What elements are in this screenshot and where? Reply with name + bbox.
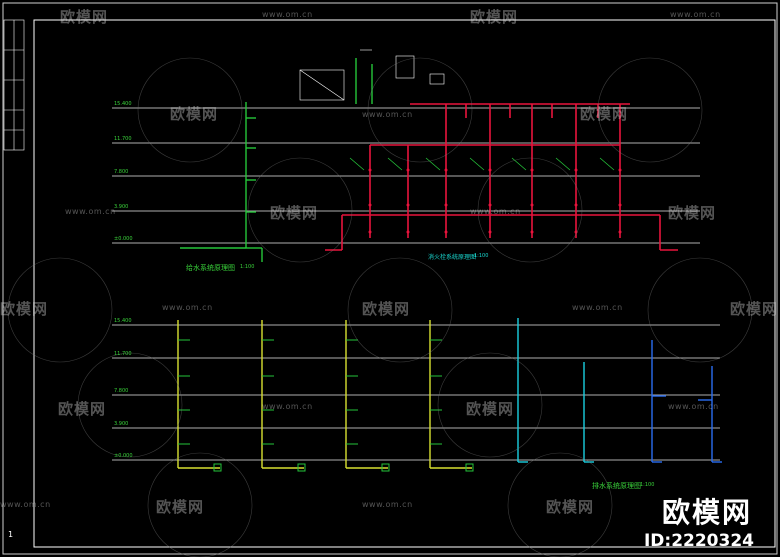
brand-logo-text: 欧模网: [661, 496, 752, 529]
drain-traps: [178, 339, 474, 472]
drain-cyan-risers: [517, 318, 594, 463]
watermark-url: www.om.cn: [470, 207, 521, 216]
watermark-brand: 欧模网: [362, 300, 411, 318]
inner-border: [33, 19, 776, 548]
level-label: 15.400: [114, 101, 132, 107]
watermark-brand: 欧模网: [546, 498, 595, 516]
brand-id-text: ID:2220324: [643, 531, 754, 551]
watermark-brand: 欧模网: [58, 400, 107, 418]
level-label: ±0.000: [114, 453, 133, 459]
watermark-brand: 欧模网: [156, 498, 205, 516]
watermark-url: www.om.cn: [572, 303, 623, 312]
level-label: 3.900: [114, 421, 129, 427]
watermark-url: www.om.cn: [262, 402, 313, 411]
watermark-url: www.om.cn: [362, 110, 413, 119]
watermark-brand: 欧模网: [466, 400, 515, 418]
hydrant-markers: [368, 168, 622, 234]
legend-title: 消火栓系统原理图: [428, 254, 477, 261]
legend-scale: 1:100: [474, 253, 489, 259]
fire-main: [325, 103, 678, 251]
level-label: 11.700: [114, 136, 132, 142]
watermark-brand: 欧模网: [580, 105, 629, 123]
watermark-url: www.om.cn: [668, 402, 719, 411]
watermark-url: www.om.cn: [162, 303, 213, 312]
watermark-url: www.om.cn: [0, 500, 51, 509]
lower-floor-lines: [112, 324, 720, 461]
level-label: ±0.000: [114, 236, 133, 242]
level-label: 7.800: [114, 388, 129, 394]
upper-floor-lines: [112, 107, 700, 244]
watermark-brand: 欧模网: [170, 105, 219, 123]
level-label: 3.900: [114, 204, 129, 210]
upper-diagram-title: 给水系统原理图: [186, 264, 235, 272]
watermark-brand: 欧模网: [730, 300, 779, 318]
drain-yellow-risers: [177, 320, 472, 469]
fire-branch-labels: [349, 157, 615, 171]
level-label: 15.400: [114, 318, 132, 324]
watermark-url: www.om.cn: [262, 10, 313, 19]
roof-equipment: [299, 49, 445, 101]
watermark-brand: 欧模网: [60, 8, 109, 26]
level-label: 11.700: [114, 351, 132, 357]
upper-diagram-scale: 1:100: [240, 264, 255, 270]
watermark-brand: 欧模网: [0, 300, 49, 318]
watermark-url: www.om.cn: [670, 10, 721, 19]
watermark-brand: 欧模网: [270, 204, 319, 222]
lower-diagram-scale: 1:100: [640, 482, 655, 488]
level-label: 7.800: [114, 169, 129, 175]
sheet-number: 1: [8, 530, 14, 539]
left-title-strip: [3, 19, 25, 151]
watermark-arcs: [7, 57, 753, 557]
watermark-brand: 欧模网: [470, 8, 519, 26]
supply-riser: [180, 58, 373, 262]
watermark-url: www.om.cn: [362, 500, 413, 509]
drain-blue-risers: [651, 340, 722, 463]
watermark-brand: 欧模网: [668, 204, 717, 222]
watermark-url: www.om.cn: [65, 207, 116, 216]
lower-diagram-title: 排水系统原理图: [592, 482, 641, 490]
